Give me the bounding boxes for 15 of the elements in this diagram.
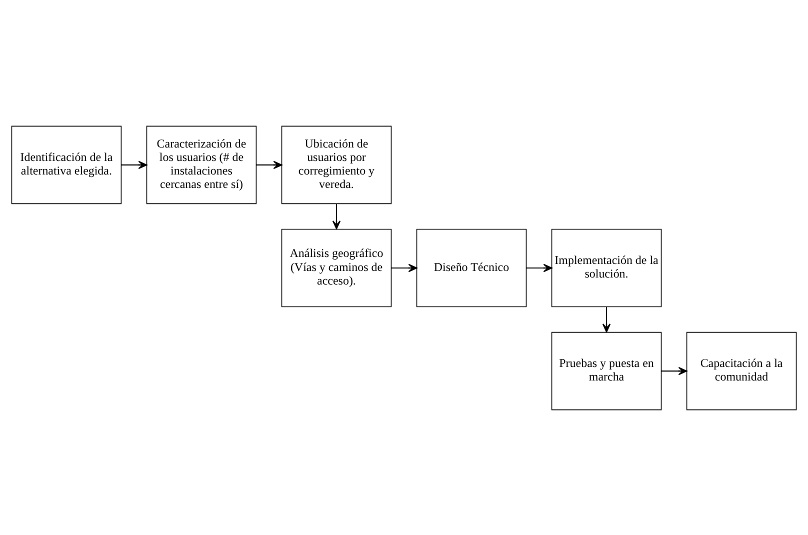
arrow — [391, 263, 418, 272]
arrow — [526, 263, 552, 272]
arrow — [602, 306, 611, 332]
node-box: Diseño Técnico — [416, 228, 527, 307]
node-box: Caracterización de los usuarios (# de instalaciones cercanas entre sí) — [146, 125, 257, 204]
node-box: Ubicación de usuarios por corregimiento y vereda. — [281, 125, 392, 204]
node-box: Análisis geográfico (Vías y caminos de acceso). — [281, 228, 392, 307]
arrow — [256, 160, 282, 169]
node-box: Capacitación a la comunidad — [686, 331, 797, 410]
arrow — [332, 203, 341, 229]
node-box: Implementación de la solución. — [551, 228, 662, 307]
arrow — [121, 160, 148, 169]
node-box: Identificación de la alternativa elegida. — [11, 125, 122, 204]
arrow — [661, 366, 688, 375]
node-box: Pruebas y puesta en marcha — [551, 331, 662, 410]
